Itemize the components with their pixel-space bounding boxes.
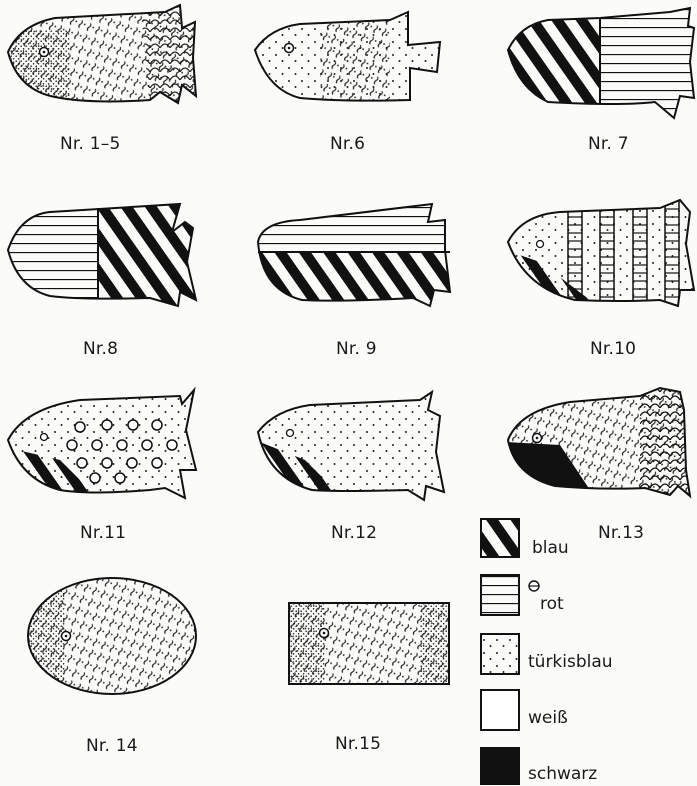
fish-14	[25, 575, 205, 700]
fish-10	[500, 196, 697, 316]
fish-15	[285, 600, 455, 690]
fish-11	[0, 385, 210, 505]
legend-label-weiss: weiß	[528, 708, 568, 728]
fish-6	[250, 0, 450, 110]
legend-swatch-tuerkisblau	[481, 634, 519, 674]
label-nr-7: Nr. 7	[588, 134, 629, 154]
label-nr-13: Nr.13	[598, 523, 644, 543]
label-nr-12: Nr.12	[331, 523, 377, 543]
legend-swatch-blau	[481, 519, 519, 557]
fish-9	[250, 196, 460, 312]
legend-label-schwarz: schwarz	[528, 764, 597, 784]
fish-13	[500, 385, 697, 505]
rot-dot-icon	[529, 581, 539, 591]
label-nr-1-5: Nr. 1–5	[60, 134, 121, 154]
label-nr-14: Nr. 14	[86, 736, 138, 756]
label-nr-15: Nr.15	[335, 734, 381, 754]
legend-swatch-weiss	[481, 690, 519, 730]
label-nr-9: Nr. 9	[336, 339, 377, 359]
legend-label-blau: blau	[532, 538, 569, 558]
label-nr-10: Nr.10	[590, 339, 636, 359]
legend-swatch-rot	[481, 575, 519, 615]
legend-label-tuerkisblau: türkisblau	[528, 652, 613, 672]
label-nr-6: Nr.6	[330, 134, 365, 154]
fish-12	[250, 385, 450, 505]
fish-8	[0, 200, 208, 310]
legend-swatch-schwarz	[481, 748, 519, 784]
label-nr-8: Nr.8	[83, 339, 118, 359]
fish-1-5	[0, 0, 210, 110]
fish-7	[500, 0, 697, 120]
legend-label-rot: rot	[540, 594, 564, 614]
label-nr-11: Nr.11	[80, 523, 126, 543]
